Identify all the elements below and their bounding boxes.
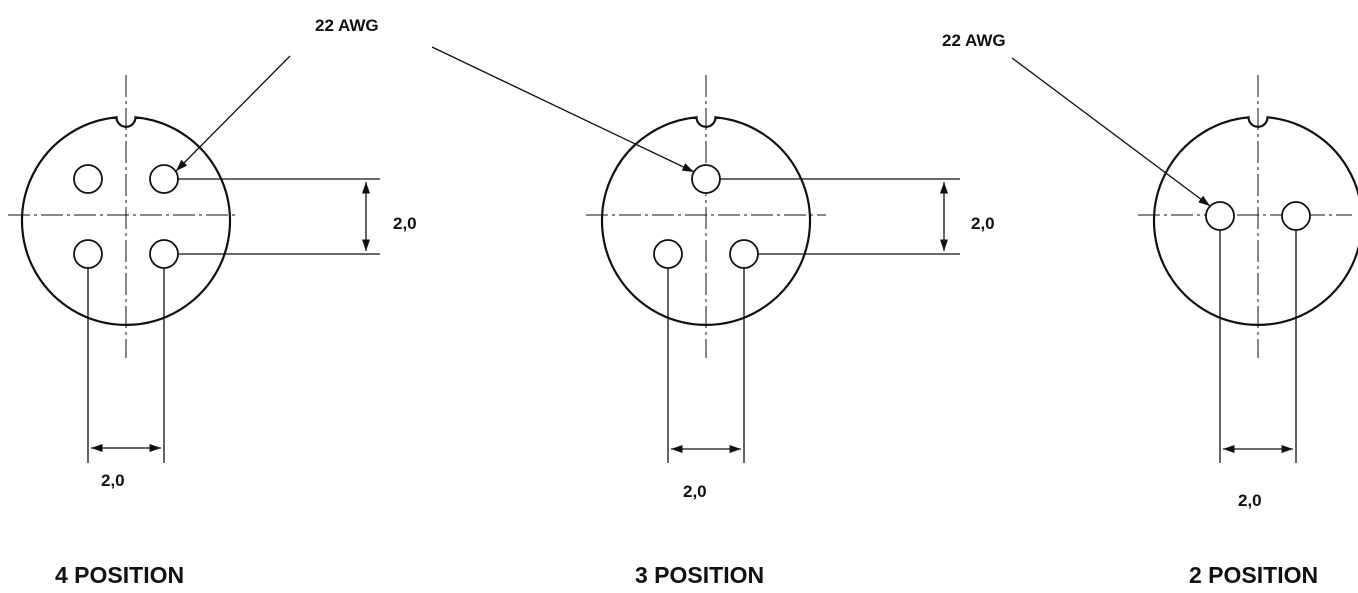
leader-line — [1011, 57, 1211, 207]
position-label: 2 POSITION — [1189, 562, 1318, 588]
pin — [1205, 201, 1235, 231]
vertical-pitch-label: 2,0 — [393, 214, 417, 233]
pin — [653, 239, 683, 269]
horizontal-pitch-label: 2,0 — [1238, 491, 1262, 510]
connector-outline — [1152, 116, 1358, 326]
vertical-pitch-label: 2,0 — [971, 214, 995, 233]
position-label: 4 POSITION — [55, 562, 184, 588]
connector-2-position: 2,0 22 AWG 2 POSITION — [942, 31, 1358, 588]
pin — [149, 239, 179, 269]
horizontal-pitch-label: 2,0 — [101, 471, 125, 490]
connector-4-position: 2,0 2,0 4 POSITION — [8, 55, 417, 588]
position-label: 3 POSITION — [635, 562, 764, 588]
pin — [1281, 201, 1311, 231]
connector-3-position: 2,0 2,0 3 POSITION — [586, 75, 995, 588]
pin — [73, 164, 103, 194]
wire-gauge-label: 22 AWG — [942, 31, 1006, 50]
wire-gauge-label: 22 AWG — [315, 16, 379, 35]
pin — [729, 239, 759, 269]
leader-line — [175, 55, 291, 172]
pin — [691, 164, 721, 194]
pin — [149, 164, 179, 194]
connector-outline — [20, 116, 232, 326]
connector-outline — [600, 116, 812, 326]
horizontal-pitch-label: 2,0 — [683, 482, 707, 501]
leader-line — [431, 46, 695, 173]
pin — [73, 239, 103, 269]
